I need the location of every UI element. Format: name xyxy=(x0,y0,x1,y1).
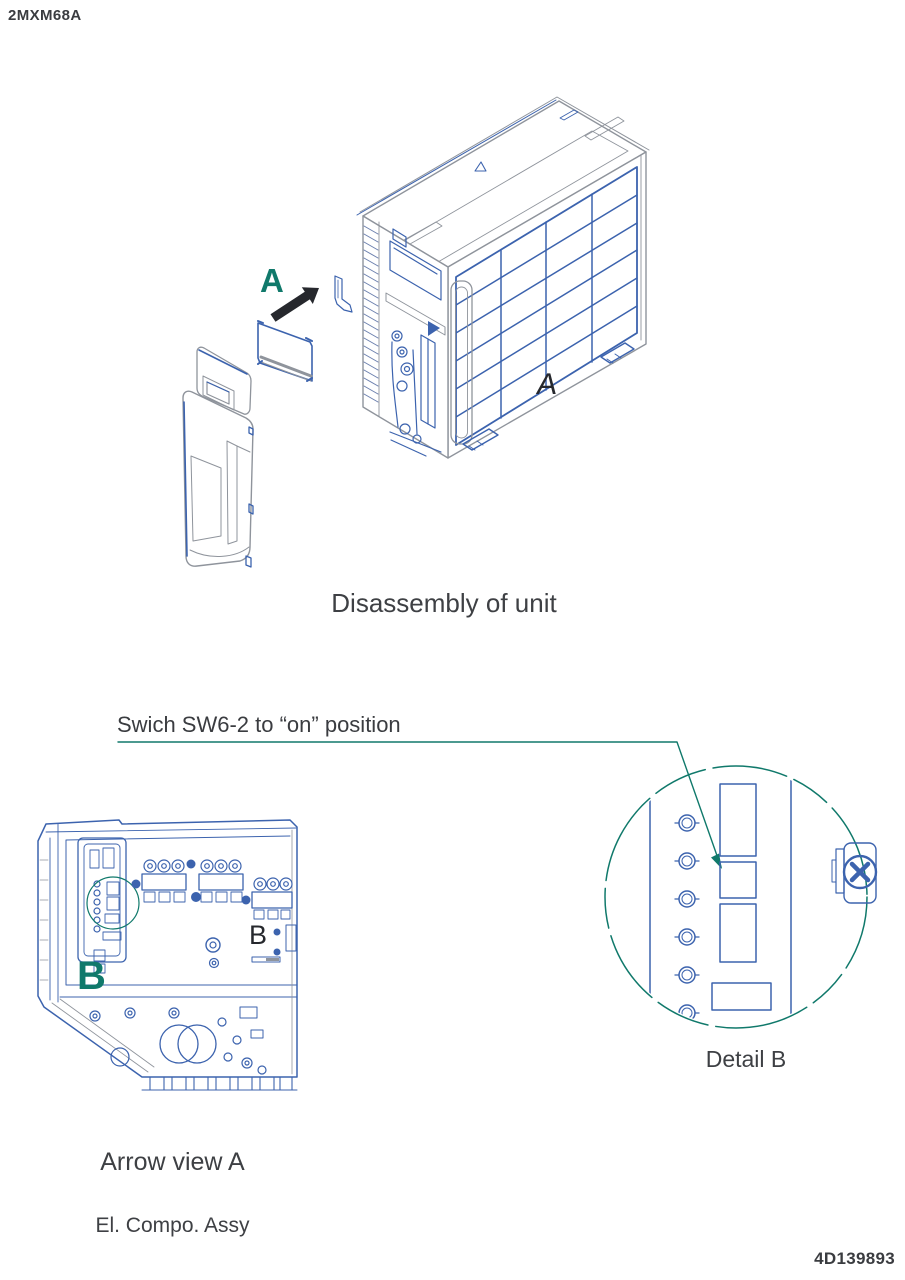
callout-leader-line xyxy=(117,741,722,868)
arrow-view-caption: Arrow view A El. Compo. Assy xyxy=(40,1111,305,1257)
arrow-view-caption-line1: Arrow view A xyxy=(100,1148,245,1176)
model-label: 2MXM68A xyxy=(8,7,82,24)
terminal-block-2 xyxy=(191,859,244,903)
el-compo-assy-drawing xyxy=(37,819,298,1091)
document-number: 4D139893 xyxy=(814,1249,895,1268)
switch-block-drawing xyxy=(711,783,772,1011)
switch-note-text: Swich SW6-2 to “on” position xyxy=(117,712,401,737)
service-cover-drawing xyxy=(182,346,254,568)
arrow-view-caption-line2: El. Compo. Assy xyxy=(95,1214,250,1237)
detail-b-caption: Detail B xyxy=(705,1046,787,1072)
screw-terminal-drawing xyxy=(831,842,878,904)
disassembly-caption: Disassembly of unit xyxy=(331,588,557,618)
callout-a-label: A xyxy=(260,262,284,299)
removal-direction-arrow-icon xyxy=(270,287,319,322)
board-b-label: B xyxy=(249,920,268,950)
removed-panel-drawing xyxy=(257,320,313,382)
detail-b-boundary-circle xyxy=(604,765,868,1029)
terminal-block-3 xyxy=(241,877,293,920)
led-column xyxy=(674,814,700,1022)
detail-b-drawing xyxy=(117,741,878,1029)
mounting-bracket-drawing xyxy=(334,275,353,313)
detail-b-source-circle xyxy=(86,876,140,930)
terminal-block-1 xyxy=(131,859,196,903)
switch-sw6-2 xyxy=(719,861,757,899)
callout-b-label: B xyxy=(77,954,106,998)
outdoor-unit-isometric-drawing xyxy=(356,96,650,459)
